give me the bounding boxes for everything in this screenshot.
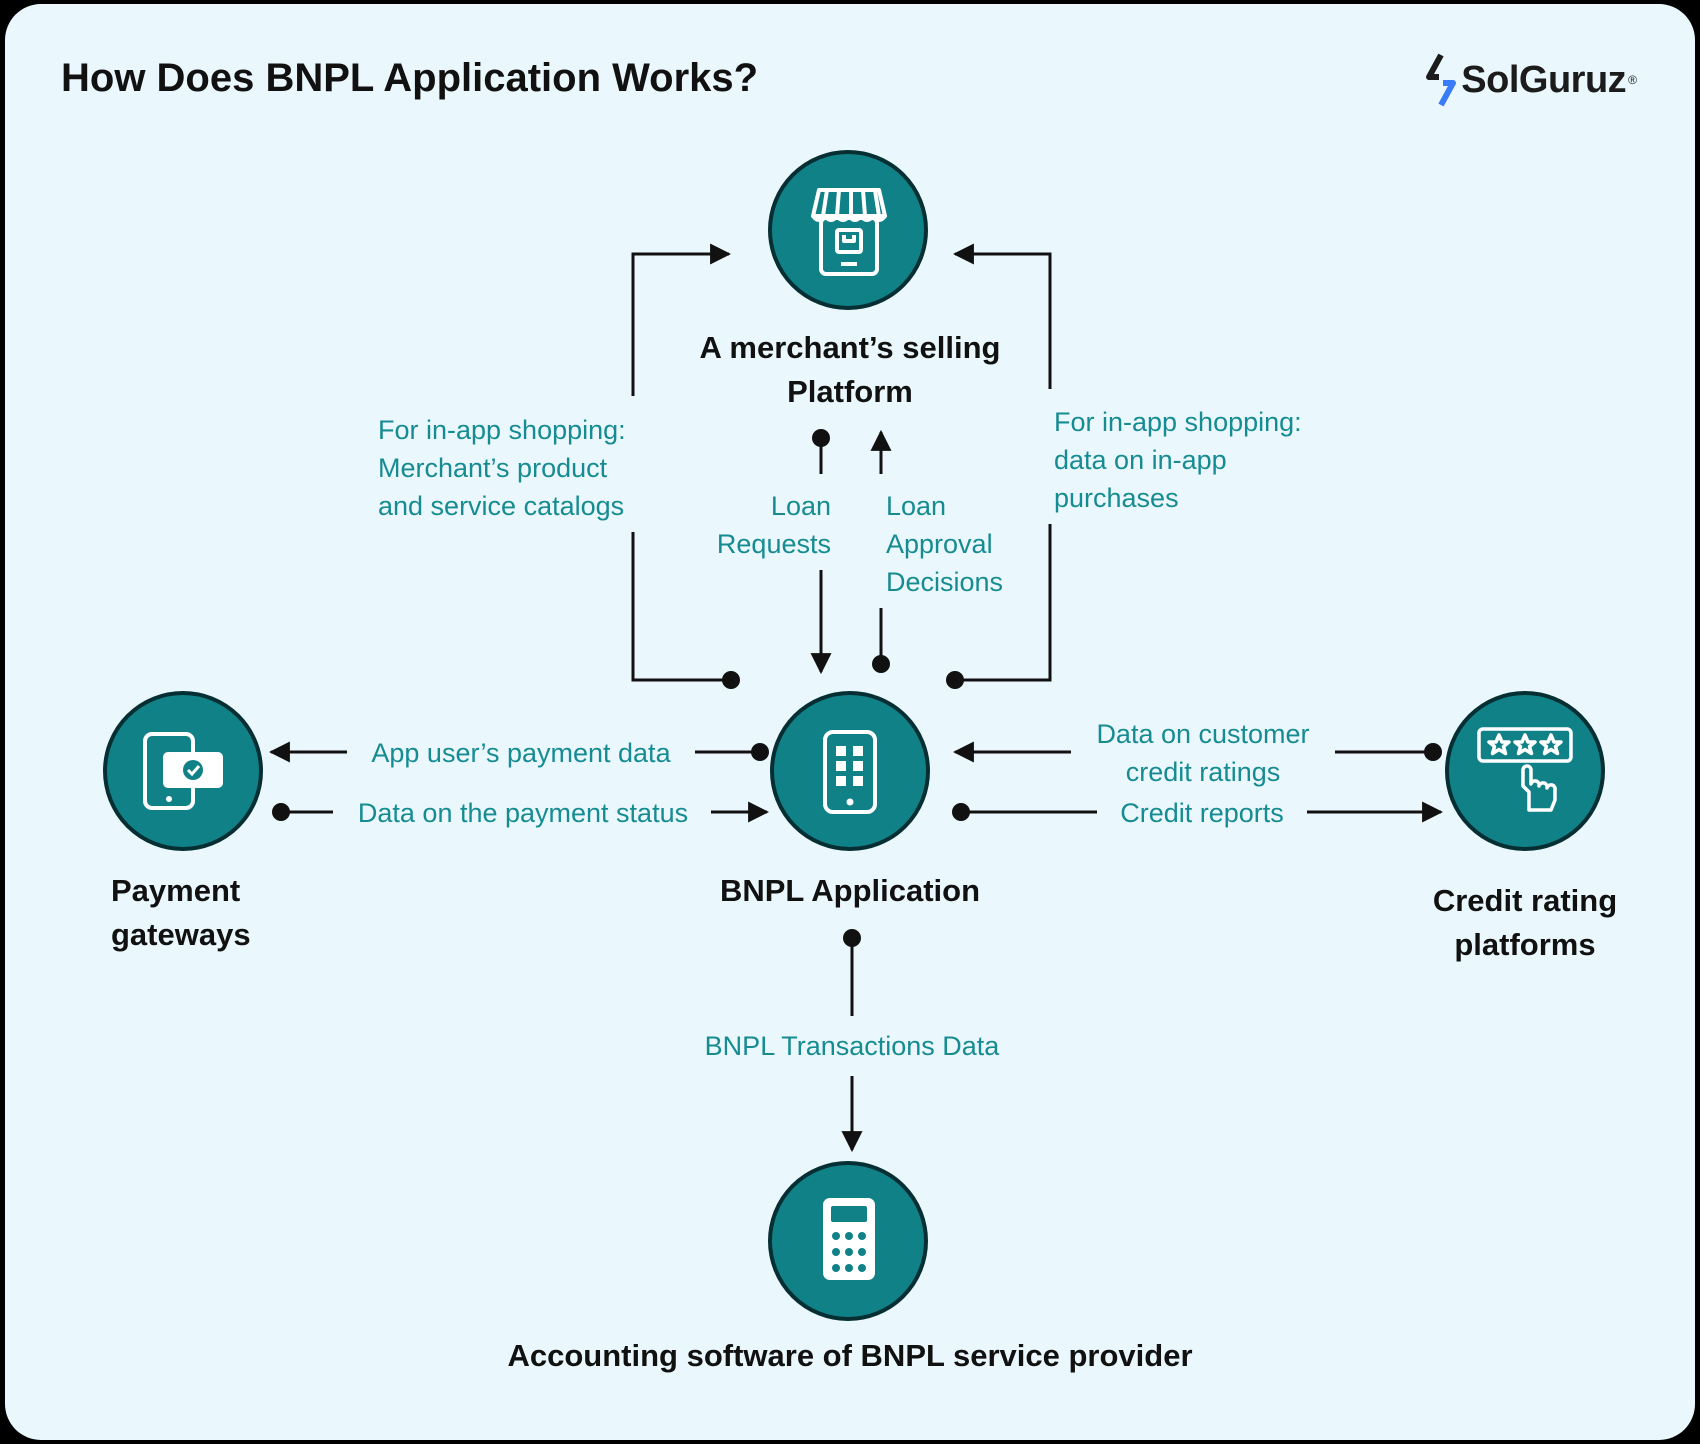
flow-loan-requests-line2: Requests: [716, 529, 831, 559]
flow-catalogs-line1: For in-app shopping:: [378, 415, 626, 445]
loan-requests-connector: [810, 429, 832, 675]
bnpl-label: BNPL Application: [719, 873, 981, 908]
flow-purchases-line1: For in-app shopping:: [1054, 407, 1302, 437]
flow-loan-approval-line2: Approval: [886, 529, 993, 559]
bnpl-node: [770, 691, 930, 851]
payment-data-connector: [268, 741, 769, 763]
loan-approval-connector: [870, 429, 892, 673]
credit-label-line2: platforms: [1454, 927, 1596, 962]
flow-loan-approval-line1: Loan: [886, 491, 947, 521]
flow-catalogs-line3: and service catalogs: [378, 491, 625, 521]
payment-label-line2: gateways: [111, 917, 251, 952]
flow-payment-status: Data on the payment status: [357, 798, 689, 828]
payment-status-connector: [272, 801, 770, 823]
flow-loan-approval-line3: Decisions: [886, 567, 1004, 597]
page-title: How Does BNPL Application Works?: [61, 56, 759, 100]
accounting-node: [768, 1161, 928, 1321]
merchant-label: A merchant’s selling Platform: [650, 326, 1050, 414]
catalogs-connector: [631, 243, 740, 689]
flow-loan-requests-line1: Loan: [770, 491, 831, 521]
flow-transactions: BNPL Transactions Data: [704, 1031, 1000, 1061]
credit-label-line1: Credit rating: [1432, 883, 1618, 918]
merchant-label-line2: Platform: [787, 374, 913, 409]
credit-node: [1445, 691, 1605, 851]
logo-text: SolGuruz: [1461, 58, 1627, 101]
flow-loan-requests: Loan Requests: [645, 487, 831, 563]
star-rating-icon: [1477, 727, 1573, 812]
diagram-card: How Does BNPL Application Works? SolGuru…: [5, 4, 1695, 1440]
flow-credit-ratings-line1: Data on customer: [1096, 719, 1310, 749]
credit-ratings-connector: [952, 741, 1442, 763]
flow-diagram: [103, 150, 1605, 1321]
flow-credit-reports: Credit reports: [1120, 798, 1284, 828]
flow-payment-data: App user’s payment data: [371, 738, 671, 768]
smartphone-apps-icon: [823, 730, 877, 814]
flow-credit-ratings-line2: credit ratings: [1125, 757, 1281, 787]
brand-logo: SolGuruz®: [1421, 50, 1637, 110]
solguruz-logo-icon: [1426, 53, 1457, 107]
mobile-payment-icon: [143, 732, 223, 810]
merchant-label-line1: A merchant’s selling: [699, 330, 1001, 365]
flow-purchases-line3: purchases: [1054, 483, 1179, 513]
flow-purchases: For in-app shopping: data on in-app purc…: [1054, 403, 1302, 517]
credit-label: Credit rating platforms: [1385, 879, 1665, 967]
flow-catalogs: For in-app shopping: Merchant’s product …: [378, 411, 626, 525]
transactions-connector: [841, 929, 863, 1153]
calculator-icon: [823, 1198, 875, 1280]
flow-credit-ratings: Data on customer credit ratings: [1071, 715, 1335, 791]
credit-reports-connector: [952, 801, 1444, 823]
flow-loan-approval: Loan Approval Decisions: [886, 487, 1003, 601]
merchant-node: [768, 150, 928, 310]
logo-mark: ®: [1628, 73, 1637, 87]
payment-node: [103, 691, 263, 851]
flow-purchases-line2: data on in-app: [1054, 445, 1227, 475]
storefront-icon: [811, 188, 887, 276]
payment-label: Payment gateways: [111, 869, 331, 957]
purchases-connector: [946, 243, 1052, 689]
accounting-label: Accounting software of BNPL service prov…: [507, 1338, 1193, 1373]
flow-catalogs-line2: Merchant’s product: [378, 453, 608, 483]
payment-label-line1: Payment: [111, 873, 241, 908]
